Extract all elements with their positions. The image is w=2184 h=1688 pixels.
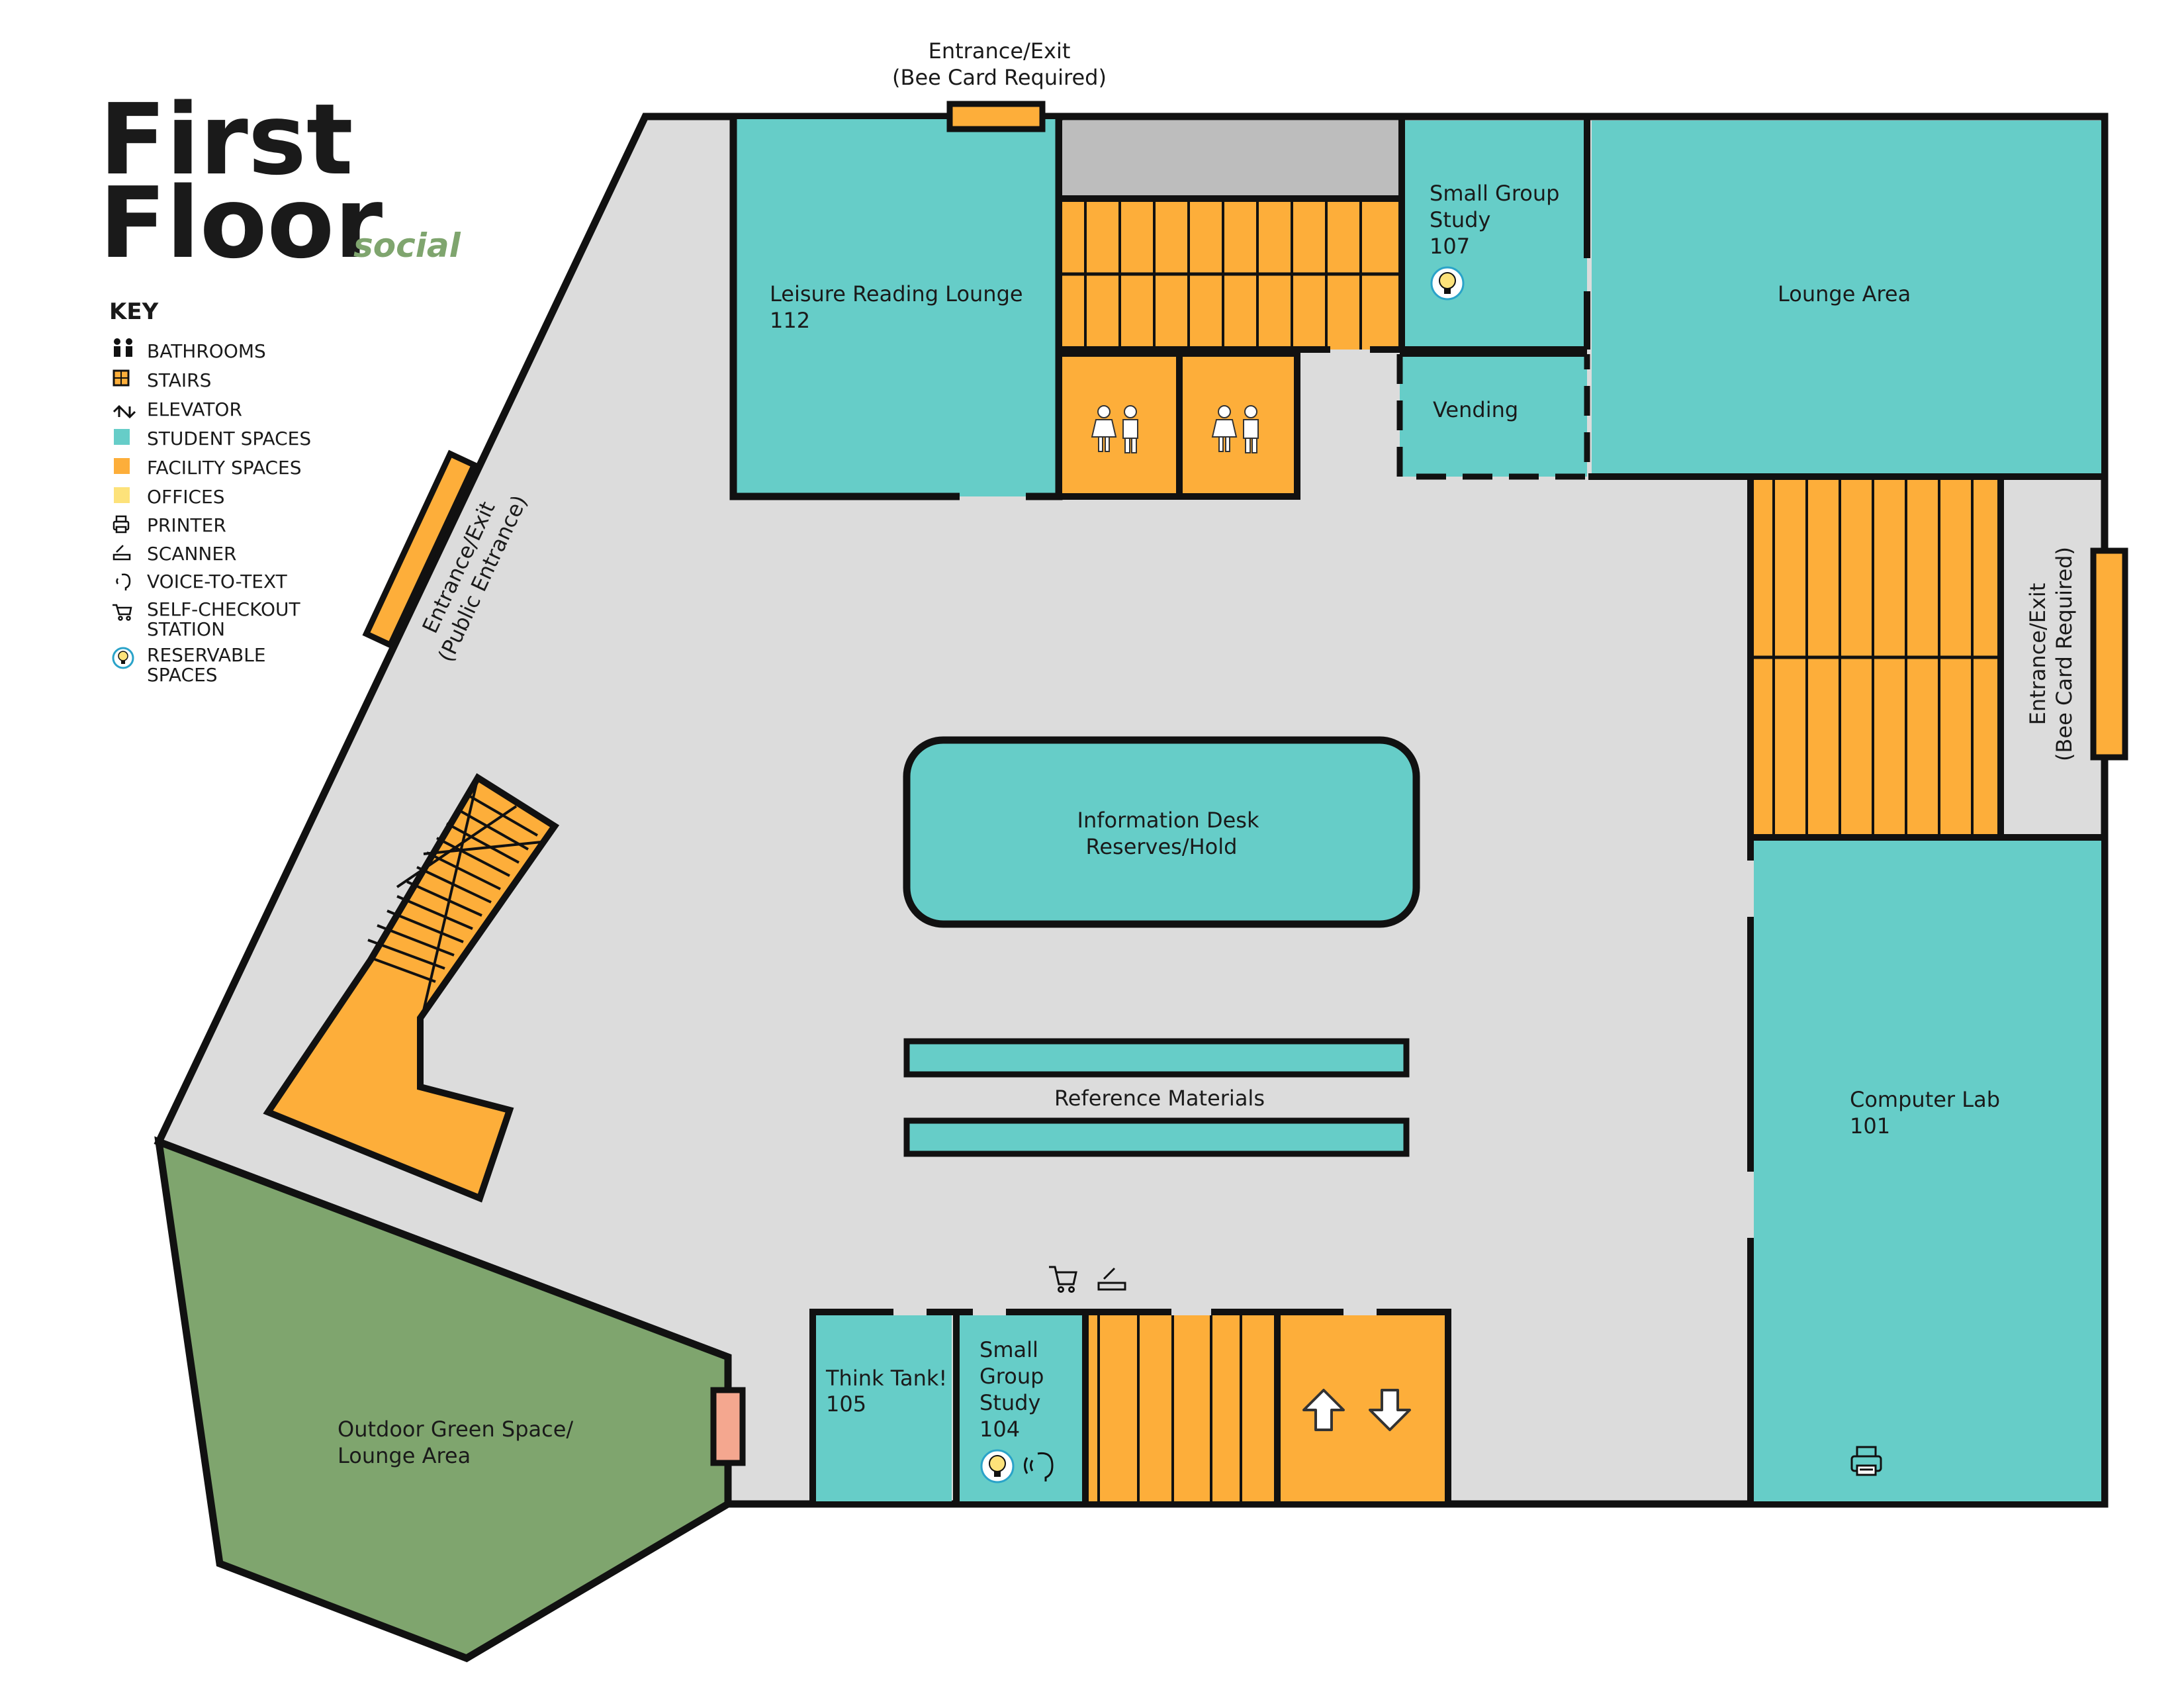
stairs-icon xyxy=(113,369,130,387)
title-line2: Floor xyxy=(99,166,383,280)
title-line1: First xyxy=(99,83,353,197)
service-area xyxy=(1062,120,1400,199)
sgs104-label-1: Small xyxy=(979,1337,1038,1362)
leisure-label-1: Leisure Reading Lounge xyxy=(770,281,1023,306)
sgs104-label-2: Group xyxy=(979,1364,1044,1389)
info-desk-label-1: Information Desk xyxy=(1077,808,1259,833)
elevator-icon xyxy=(1302,1389,1411,1431)
reference-shelf-1 xyxy=(903,1038,1410,1078)
right-entrance-label-2: (Bee Card Required) xyxy=(2052,547,2077,761)
leisure-reading-lounge[interactable] xyxy=(733,119,1059,496)
key-label-scanner: SCANNER xyxy=(147,543,237,565)
key-label-facility: FACILITY SPACES xyxy=(147,457,302,479)
think-tank-105[interactable] xyxy=(815,1315,952,1501)
computer-lab-label-1: Computer Lab xyxy=(1850,1087,2000,1112)
bottom-stairs xyxy=(1085,1309,1281,1504)
key-heading: KEY xyxy=(109,299,159,325)
outdoor-label-1: Outdoor Green Space/ xyxy=(338,1417,573,1442)
map-key: KEY BATHROOMS STAIRS ELEVATOR STUDENT SP… xyxy=(109,299,311,686)
sgs107-label-1: Small Group xyxy=(1430,181,1559,206)
voice-to-text-icon xyxy=(1024,1452,1054,1481)
sgs107-label-2: Study xyxy=(1430,207,1490,232)
key-label-stairs: STAIRS xyxy=(147,369,211,391)
facility-space-swatch xyxy=(114,458,130,474)
sgs104-label-4: 104 xyxy=(979,1417,1020,1442)
key-label-reservable-1: RESERVABLE xyxy=(147,644,266,666)
reservable-icon xyxy=(1430,266,1465,301)
left-entrance-door[interactable] xyxy=(362,449,478,649)
lounge-label: Lounge Area xyxy=(1778,281,1911,306)
key-label-checkout-1: SELF-CHECKOUT xyxy=(147,598,300,620)
key-label-printer: PRINTER xyxy=(147,514,226,536)
sgs104-label-3: Study xyxy=(979,1390,1040,1415)
top-entrance-label-2: (Bee Card Required) xyxy=(892,65,1107,90)
scanner-icon xyxy=(113,545,131,561)
title-subtitle: social xyxy=(353,226,461,265)
office-swatch xyxy=(114,487,130,503)
reference-label: Reference Materials xyxy=(1054,1086,1265,1111)
key-label-offices: OFFICES xyxy=(147,486,225,508)
bathroom-2[interactable] xyxy=(1181,353,1297,496)
right-entrance-label-1: Entrance/Exit xyxy=(2025,583,2050,726)
left-stairs xyxy=(263,773,560,1203)
top-entrance-door[interactable] xyxy=(946,101,1046,132)
right-entrance-door[interactable] xyxy=(2090,547,2128,761)
think-tank-label-2: 105 xyxy=(826,1391,866,1417)
bathroom-1[interactable] xyxy=(1062,353,1178,496)
leisure-label-2: 112 xyxy=(770,308,810,333)
sgs107-label-3: 107 xyxy=(1430,234,1470,259)
top-entrance-label-1: Entrance/Exit xyxy=(929,38,1071,64)
info-desk-label-2: Reserves/Hold xyxy=(1086,834,1238,859)
small-group-study-104[interactable] xyxy=(960,1315,1084,1501)
key-label-student: STUDENT SPACES xyxy=(147,428,311,449)
bathroom-icon xyxy=(1211,405,1259,453)
reservable-icon xyxy=(112,647,134,669)
key-label-reservable-2: SPACES xyxy=(147,664,218,686)
vending-label: Vending xyxy=(1433,397,1518,422)
scanner-icon xyxy=(1097,1267,1126,1291)
printer-icon xyxy=(1850,1446,1882,1476)
bathroom-icon xyxy=(1091,405,1138,453)
think-tank-label-1: Think Tank! xyxy=(825,1366,947,1391)
top-stairs xyxy=(1062,195,1400,353)
right-stairs xyxy=(1747,477,2004,841)
self-checkout-icon xyxy=(113,604,132,621)
outdoor-green-space xyxy=(154,1136,732,1663)
information-desk[interactable] xyxy=(903,736,1420,928)
right-entrance: Entrance/Exit (Bee Card Required) xyxy=(2025,547,2077,761)
outdoor-label-2: Lounge Area xyxy=(338,1443,471,1468)
computer-lab-101[interactable] xyxy=(1754,841,2101,1501)
elevator-icon xyxy=(113,404,136,419)
self-checkout-icon xyxy=(1049,1266,1077,1293)
printer-icon xyxy=(113,515,130,534)
reservable-icon xyxy=(980,1449,1015,1483)
lounge-area[interactable] xyxy=(1592,120,2101,477)
reference-shelf-2 xyxy=(903,1117,1410,1157)
vending-area[interactable] xyxy=(1400,354,1587,477)
key-label-bathrooms: BATHROOMS xyxy=(147,340,266,362)
small-group-study-107[interactable] xyxy=(1403,120,1587,350)
voice-to-text-icon xyxy=(116,573,131,590)
key-label-voice: VOICE-TO-TEXT xyxy=(147,571,288,592)
key-label-elevator: ELEVATOR xyxy=(147,399,242,420)
bathroom-icon xyxy=(114,338,132,357)
key-label-checkout-2: STATION xyxy=(147,618,225,640)
computer-lab-label-2: 101 xyxy=(1850,1113,1890,1139)
student-space-swatch xyxy=(114,429,130,445)
green-space-door[interactable] xyxy=(710,1387,746,1466)
